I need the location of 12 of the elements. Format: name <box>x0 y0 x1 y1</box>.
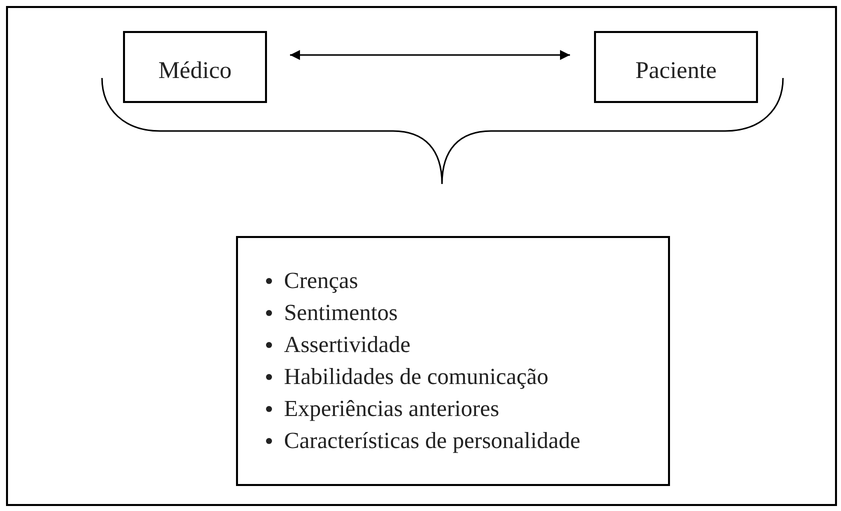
node-label: Paciente <box>635 57 717 86</box>
list-item: Habilidades de comunicação <box>284 363 548 391</box>
list-item: Crenças <box>284 267 358 295</box>
list-item: Assertividade <box>284 331 410 359</box>
list-box <box>236 236 670 486</box>
list-item: Sentimentos <box>284 299 398 327</box>
entity-box <box>594 31 758 103</box>
double-arrow <box>290 50 570 60</box>
entity-box <box>123 31 267 103</box>
list-item: Experiências anteriores <box>284 395 500 423</box>
list-item: Características de personalidade <box>284 427 580 455</box>
node-label: Médico <box>158 57 232 86</box>
